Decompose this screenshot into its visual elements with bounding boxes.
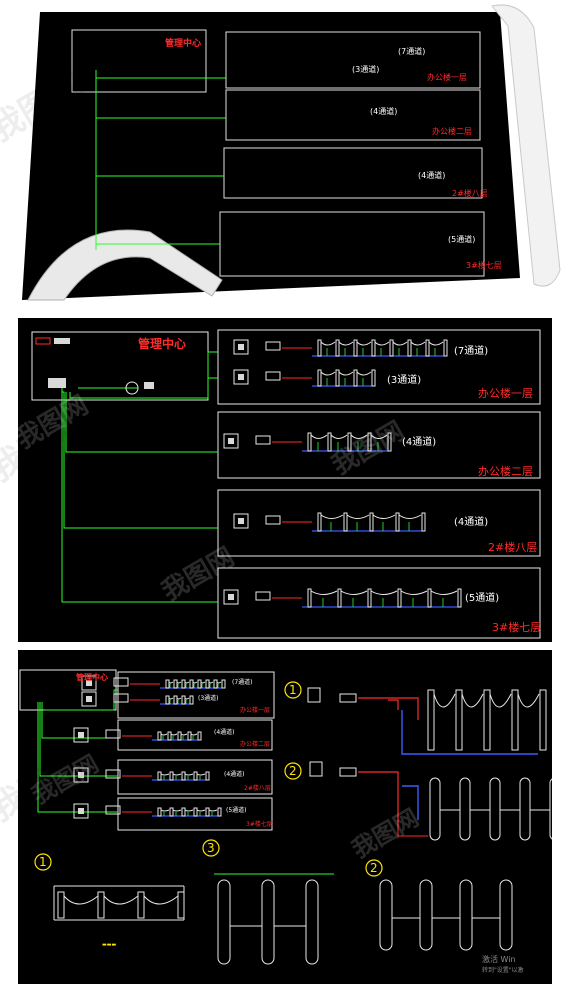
bottom-right-plan-post xyxy=(499,879,513,951)
perspective-sheet xyxy=(22,4,561,301)
gate-post xyxy=(483,689,491,751)
marker-circle-1-top xyxy=(284,681,302,699)
marker-circle-2-top xyxy=(284,762,302,780)
channel-label-p1-a: (7通道) xyxy=(398,47,426,56)
panel-system-diagram: 管理中心 (7通道) (3通道) 办公楼一层 (4通道) 办公楼二层 (4通道)… xyxy=(18,318,552,642)
bottom-right-plan-post xyxy=(419,879,433,951)
system-diagram-svg xyxy=(31,329,541,639)
channel-label-p1-e: (5通道) xyxy=(448,235,476,244)
channel-label-p3-c: (4通道) xyxy=(214,729,235,736)
elevation-caption-mark: ▬▬▬ xyxy=(102,942,116,948)
channel-label-p3-a: (7通道) xyxy=(232,679,253,686)
gate-row-1b xyxy=(233,369,376,387)
channel-label-p3-b: (3通道) xyxy=(198,695,219,702)
floor-label-p1-3: 2#楼八层 xyxy=(452,189,488,198)
floor-label-1: 办公楼一层 xyxy=(478,387,533,400)
gate-post xyxy=(427,689,435,751)
mini-gate-row-1b xyxy=(81,691,194,707)
network-trunk xyxy=(61,351,218,603)
floor-box-4 xyxy=(217,567,541,639)
channel-label-2: (4通道) xyxy=(402,437,437,448)
center-plan-post xyxy=(305,879,319,965)
management-center-label-p1: 管理中心 xyxy=(165,39,202,49)
activation-notice-line1: 激活 Win xyxy=(482,955,516,964)
gate-post xyxy=(455,689,463,751)
floor-box-3 xyxy=(217,489,541,557)
management-center-label: 管理中心 xyxy=(138,337,187,351)
bottom-right-plan-post xyxy=(379,879,393,951)
marker-circle-2-bottom xyxy=(365,859,383,877)
gate-row-1a xyxy=(233,339,448,357)
gate-plan-post xyxy=(429,777,441,841)
marker-1-bottom: 1 xyxy=(39,855,47,869)
gate-row-4 xyxy=(223,588,462,608)
mini-gate-row-4 xyxy=(73,803,222,819)
channel-label-p1-b: (3通道) xyxy=(352,65,380,74)
channel-label-4: (5通道) xyxy=(465,593,500,604)
management-center-label-p3: 管理中心 xyxy=(76,673,108,682)
floor-label-p3-1: 办公楼一层 xyxy=(240,707,271,714)
gate-plan-post xyxy=(459,777,471,841)
center-plan-post xyxy=(217,879,231,965)
mini-gate-row-2 xyxy=(73,727,202,743)
channel-label-p3-d: (4通道) xyxy=(224,771,245,778)
composite-sheet-svg: ▬▬▬ xyxy=(19,669,552,965)
floor-label-p1-1: 办公楼一层 xyxy=(427,73,467,82)
floor-label-3: 2#楼八层 xyxy=(488,541,538,554)
floor-box-1 xyxy=(217,329,541,405)
floor-label-p3-2: 办公楼二层 xyxy=(240,741,271,748)
gate-plan-post xyxy=(489,777,501,841)
mgmt-pc xyxy=(125,381,139,395)
marker-3: 3 xyxy=(207,841,215,855)
marker-circle-3 xyxy=(202,839,220,857)
channel-label-1a: (7通道) xyxy=(454,346,489,357)
switch-device xyxy=(48,378,66,388)
marker-2-bottom: 2 xyxy=(370,861,378,875)
floor-label-p1-4: 3#楼七层 xyxy=(466,261,502,270)
floor-label-p1-2: 办公楼二层 xyxy=(432,127,472,136)
panel-perspective-drawing: 管理中心 (7通道) (3通道) 办公楼一层 (4通道) 办公楼二层 (4通道)… xyxy=(0,0,570,310)
gate-plan-post xyxy=(519,777,531,841)
center-plan-post xyxy=(261,879,275,965)
activation-notice-line2: 转到"设置"以激 xyxy=(482,967,524,974)
mini-gate-row-1a xyxy=(81,675,226,691)
panel-composite-sheet: ▬▬▬ 管理中心 (7通道) (3通道) 办公楼一层 (4通道) 办公楼二层 (… xyxy=(18,650,552,984)
marker-1-top: 1 xyxy=(289,683,297,697)
floor-label-p3-4: 3#楼七层 xyxy=(246,821,273,828)
channel-label-p1-d: (4通道) xyxy=(418,171,446,180)
channel-label-1b: (3通道) xyxy=(387,375,422,386)
perspective-schematic xyxy=(71,29,485,277)
channel-label-p1-c: (4通道) xyxy=(370,107,398,116)
marker-circle-1-bottom xyxy=(34,853,52,871)
bottom-right-plan-post xyxy=(459,879,473,951)
marker-2-top: 2 xyxy=(289,764,297,778)
floor-label-p3-3: 2#楼八层 xyxy=(244,785,271,792)
floor-label-2: 办公楼二层 xyxy=(478,465,533,478)
gate-row-3 xyxy=(233,512,426,532)
mini-gate-row-3 xyxy=(73,767,210,783)
mgmt-red-device xyxy=(35,337,51,345)
channel-label-p3-e: (5通道) xyxy=(226,807,247,814)
gate-row-2 xyxy=(223,432,392,452)
channel-label-3: (4通道) xyxy=(454,517,489,528)
floor-box-2 xyxy=(217,411,541,479)
floor-label-4: 3#楼七层 xyxy=(492,621,542,634)
gate-post xyxy=(539,689,547,751)
gate-plan-post xyxy=(549,778,552,840)
gate-post xyxy=(511,689,519,751)
